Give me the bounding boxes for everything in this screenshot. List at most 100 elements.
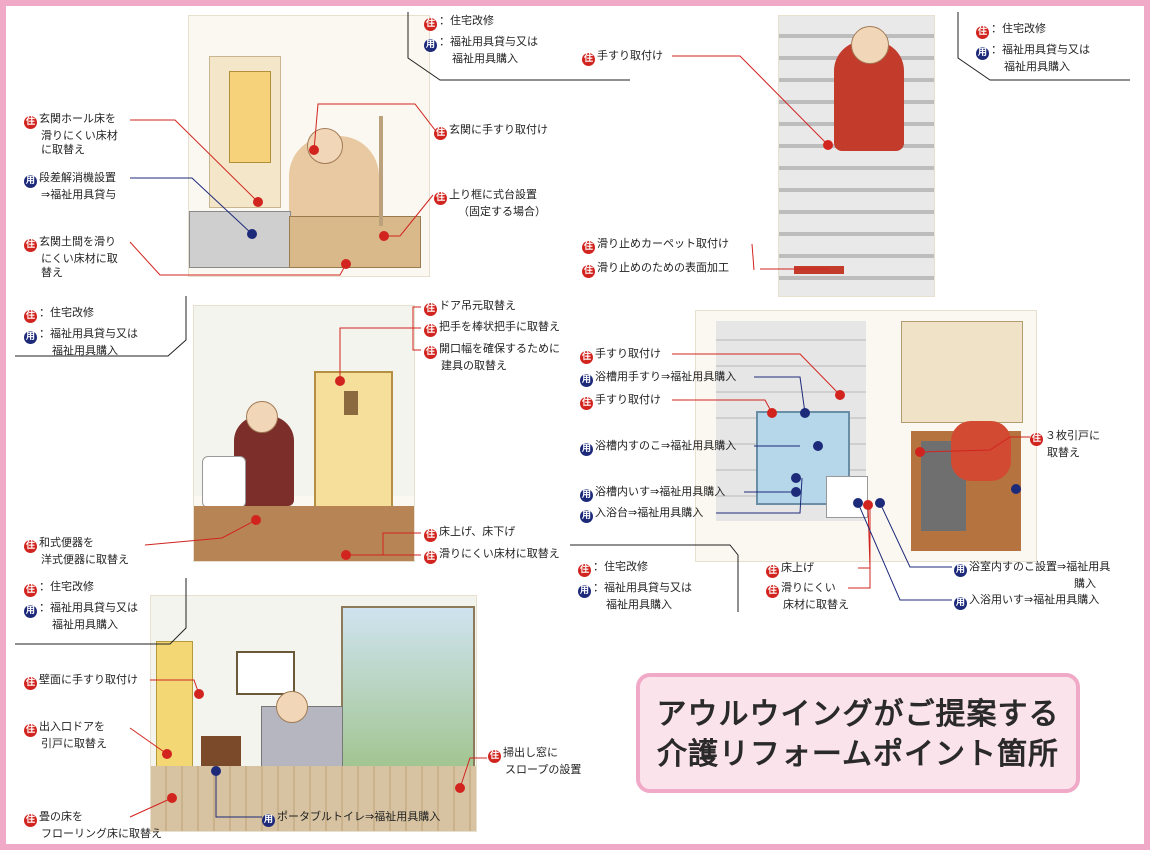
- entrance-label-doma-floor: 住玄関土間を滑り にくい床材に取 替え: [24, 235, 118, 279]
- bedroom-label-portable-toilet: 用ポータブルトイレ⇒福祉用具購入: [262, 810, 441, 827]
- legend-jyutaku: ：住宅改修: [39, 306, 94, 319]
- jyutaku-badge: 住: [488, 750, 501, 763]
- bath-label-bath-chair: 用入浴用いす⇒福祉用具購入: [954, 593, 1100, 610]
- bath-label-floor-material: 住滑りにくい 床材に取替え: [766, 581, 849, 611]
- bedroom-label-flooring: 住畳の床を フローリング床に取替え: [24, 810, 162, 840]
- entrance-label-handrail: 住玄関に手すり取付け: [434, 123, 548, 140]
- marker-dot: [335, 376, 345, 386]
- legend-left-1: 住：住宅改修 用：福祉用具貸与又は福祉用具購入: [24, 306, 138, 362]
- bedroom-label-slope: 住掃出し窓に スロープの設置: [488, 746, 582, 776]
- toilet-label-opening: 住開口幅を確保するために 建具の取替え: [424, 342, 560, 372]
- legend-top-center: 住：住宅改修 用：福祉用具貸与又は福祉用具購入: [424, 14, 538, 70]
- yougu-badge: 用: [580, 489, 593, 502]
- legend-yougu: ：福祉用具貸与又は: [593, 581, 692, 594]
- marker-dot: [211, 766, 221, 776]
- legend-jyutaku: ：住宅改修: [39, 580, 94, 593]
- bath-label-bath-board: 用入浴台⇒福祉用具購入: [580, 506, 704, 523]
- yougu-badge: 用: [976, 47, 989, 60]
- marker-dot: [823, 140, 833, 150]
- jyutaku-badge: 住: [424, 551, 437, 564]
- jyutaku-badge: 住: [24, 239, 37, 252]
- toilet-label-floor-level: 住床上げ、床下げ: [424, 525, 516, 542]
- marker-dot: [1011, 484, 1021, 494]
- yougu-badge: 用: [954, 564, 967, 577]
- marker-dot: [853, 498, 863, 508]
- marker-dot: [863, 500, 873, 510]
- stairs-illustration: [778, 15, 935, 297]
- toilet-label-door-hinge: 住ドア吊元取替え: [424, 299, 516, 316]
- marker-dot: [915, 447, 925, 457]
- stairs-label-surface: 住滑り止めのための表面加工: [582, 261, 729, 278]
- jyutaku-badge: 住: [766, 565, 779, 578]
- jyutaku-badge: 住: [766, 585, 779, 598]
- marker-dot: [835, 390, 845, 400]
- marker-dot: [247, 229, 257, 239]
- toilet-illustration: [193, 305, 415, 562]
- legend-yougu-2: 福祉用具購入: [452, 52, 518, 65]
- stairs-label-handrail: 住手すり取付け: [582, 49, 663, 66]
- jyutaku-badge: 住: [24, 116, 37, 129]
- jyutaku-badge: 住: [580, 397, 593, 410]
- title-line-2: 介護リフォームポイント箇所: [656, 737, 1060, 772]
- jyutaku-badge: 住: [1030, 433, 1043, 446]
- marker-dot: [251, 515, 261, 525]
- marker-dot: [194, 689, 204, 699]
- jyutaku-badge: 住: [24, 677, 37, 690]
- legend-top-right: 住：住宅改修 用：福祉用具貸与又は福祉用具購入: [976, 22, 1090, 78]
- yougu-badge: 用: [580, 443, 593, 456]
- bath-label-floor-slats: 用浴室内すのこ設置⇒福祉用具 購入: [954, 560, 1111, 590]
- yougu-badge: 用: [580, 374, 593, 387]
- bedroom-label-sliding-door: 住出入口ドアを 引戸に取替え: [24, 720, 107, 750]
- title-box: アウルウイングがご提案する 介護リフォームポイント箇所: [636, 673, 1080, 793]
- jyutaku-badge: 住: [424, 303, 437, 316]
- jyutaku-badge: 住: [424, 324, 437, 337]
- jyutaku-badge: 住: [424, 18, 437, 31]
- legend-yougu: ：福祉用具貸与又は: [991, 43, 1090, 56]
- marker-dot: [455, 783, 465, 793]
- toilet-label-western-toilet: 住和式便器を 洋式便器に取替え: [24, 536, 129, 566]
- jyutaku-badge: 住: [582, 265, 595, 278]
- toilet-label-floor-material: 住滑りにくい床材に取替え: [424, 547, 560, 564]
- jyutaku-badge: 住: [582, 241, 595, 254]
- bath-label-tub-chair: 用浴槽内いす⇒福祉用具購入: [580, 485, 726, 502]
- marker-dot: [341, 259, 351, 269]
- yougu-badge: 用: [424, 39, 437, 52]
- legend-jyutaku: ：住宅改修: [991, 22, 1046, 35]
- legend-yougu-2: 福祉用具購入: [606, 598, 672, 611]
- bath-label-tub-rail: 用浴槽用手すり⇒福祉用具購入: [580, 370, 737, 387]
- marker-dot: [767, 408, 777, 418]
- yougu-badge: 用: [24, 175, 37, 188]
- yougu-badge: 用: [24, 605, 37, 618]
- entrance-label-step-lift: 用段差解消機設置 ⇒福祉用具貸与: [24, 171, 117, 201]
- marker-dot: [791, 473, 801, 483]
- marker-dot: [800, 408, 810, 418]
- marker-dot: [162, 749, 172, 759]
- legend-left-2: 住：住宅改修 用：福祉用具貸与又は福祉用具購入: [24, 580, 138, 636]
- marker-dot: [791, 487, 801, 497]
- legend-yougu: ：福祉用具貸与又は: [39, 601, 138, 614]
- title-line-1: アウルウイングがご提案する: [656, 697, 1060, 732]
- jyutaku-badge: 住: [976, 26, 989, 39]
- entrance-illustration: [188, 15, 430, 277]
- jyutaku-badge: 住: [580, 351, 593, 364]
- jyutaku-badge: 住: [24, 814, 37, 827]
- jyutaku-badge: 住: [434, 192, 447, 205]
- yougu-badge: 用: [262, 814, 275, 827]
- legend-bath: 住：住宅改修 用：福祉用具貸与又は福祉用具購入: [578, 560, 692, 616]
- jyutaku-badge: 住: [424, 346, 437, 359]
- jyutaku-badge: 住: [24, 724, 37, 737]
- bath-label-handrail-1: 住手すり取付け: [580, 347, 661, 364]
- toilet-label-door-handle: 住把手を棒状把手に取替え: [424, 320, 560, 337]
- jyutaku-badge: 住: [24, 584, 37, 597]
- legend-yougu-2: 福祉用具購入: [52, 344, 118, 357]
- marker-dot: [167, 793, 177, 803]
- entrance-label-step-platform: 住上り框に式台設置 （固定する場合）: [434, 188, 546, 218]
- bath-label-raise-floor: 住床上げ: [766, 561, 814, 578]
- yougu-badge: 用: [578, 585, 591, 598]
- marker-dot: [341, 550, 351, 560]
- marker-dot: [253, 197, 263, 207]
- jyutaku-badge: 住: [24, 540, 37, 553]
- yougu-badge: 用: [24, 331, 37, 344]
